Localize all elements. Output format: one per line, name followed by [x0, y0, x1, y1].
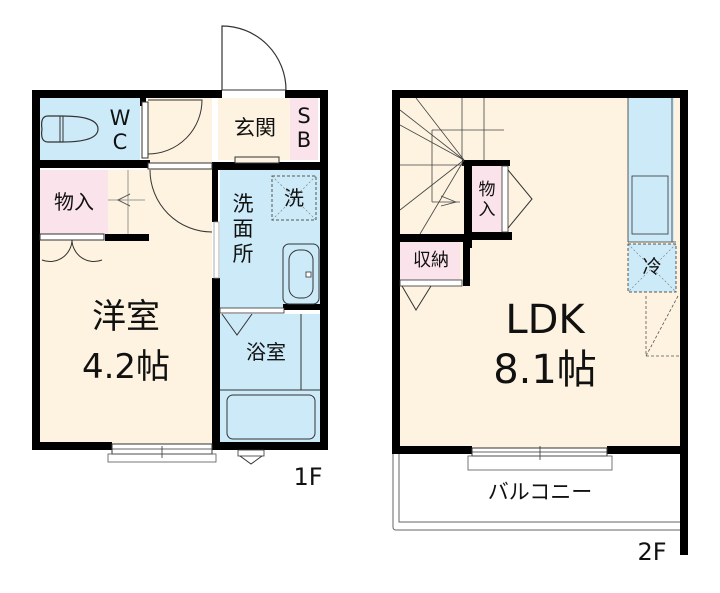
wall: [285, 90, 327, 98]
ldk-size: 8.1帖: [493, 347, 597, 393]
shoe-box-label-line1: S: [297, 104, 311, 128]
shoe-box-label: S B: [292, 104, 316, 152]
wall: [463, 234, 470, 286]
washer-label: 洗: [284, 186, 304, 210]
wall: [32, 442, 112, 450]
wall: [392, 446, 472, 454]
wall: [212, 162, 218, 222]
shoe-box-label-line2: B: [296, 128, 312, 152]
washroom-label-line3: 所: [232, 242, 254, 266]
wall: [464, 232, 512, 240]
storage-label: 物入: [54, 190, 94, 214]
entrance-area: [218, 98, 290, 160]
wall: [392, 234, 470, 242]
western-room-name: 洋室: [92, 297, 160, 337]
wc-label-line2: C: [112, 130, 128, 154]
floor-label-2f: 2F: [637, 538, 667, 566]
wall: [212, 162, 328, 170]
western-room-area: [40, 240, 212, 445]
western-room-size: 4.2帖: [81, 347, 171, 387]
wc-label-line1: W: [109, 106, 131, 130]
fridge-label: 冷: [642, 256, 662, 278]
bathroom-label: 浴室: [246, 340, 286, 364]
storage-area: [40, 170, 108, 234]
floor-label-1f: 1F: [293, 463, 323, 491]
washroom-label: 洗 面 所: [228, 192, 258, 267]
wall: [392, 90, 400, 454]
wall: [392, 90, 688, 98]
closet-label: 収納: [413, 250, 449, 271]
wall: [32, 90, 40, 450]
entrance-label: 玄関: [234, 116, 276, 140]
wall: [32, 160, 150, 168]
shoe-box-area: [290, 98, 318, 160]
wall: [462, 160, 510, 166]
washroom-label-line2: 面: [232, 217, 254, 241]
wc-label: W C: [108, 106, 132, 154]
wall: [680, 90, 688, 555]
wall: [32, 90, 222, 98]
wall: [464, 160, 472, 248]
hallway-area: [148, 98, 212, 243]
wall: [283, 304, 323, 310]
wall: [320, 90, 328, 450]
washroom-label-line1: 洗: [232, 192, 254, 216]
wall: [212, 278, 220, 448]
closet-area: [400, 242, 460, 280]
balcony-label: バルコニー: [487, 480, 593, 504]
storage-small-label: 物 入: [473, 180, 501, 220]
storage-small-label-line2: 入: [478, 200, 496, 220]
ldk-name: LDK: [505, 297, 585, 343]
storage-small-label-line1: 物: [478, 180, 496, 200]
wall: [212, 442, 328, 450]
wall: [607, 446, 687, 454]
wall: [105, 234, 149, 241]
storage-small-area: [472, 166, 502, 232]
